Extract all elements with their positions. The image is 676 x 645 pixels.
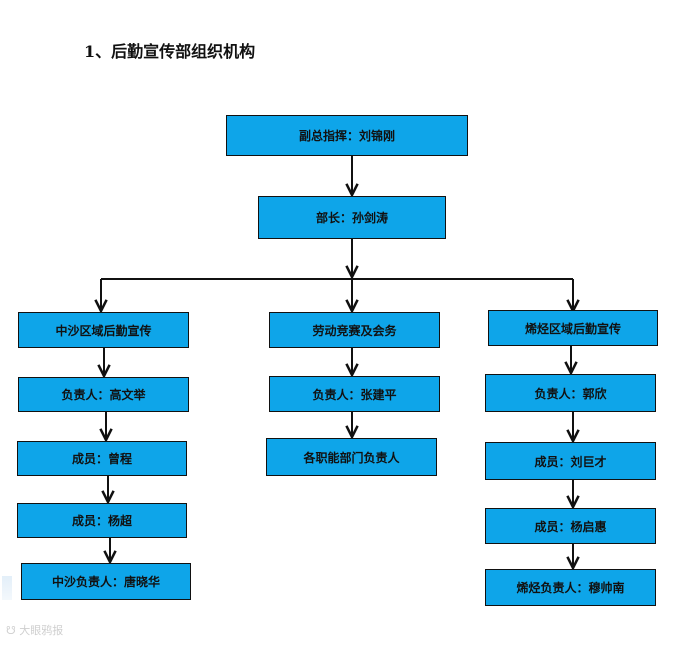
watermark-icon: ☋ bbox=[6, 624, 16, 637]
node-zhongsha-header: 中沙区域后勤宣传 bbox=[18, 312, 189, 348]
node-zhongsha-person: 中沙负责人：唐晓华 bbox=[21, 563, 191, 600]
node-labor-departments: 各职能部门负责人 bbox=[266, 438, 437, 476]
node-labor-leader: 负责人：张建平 bbox=[269, 376, 440, 412]
edge-mark bbox=[2, 576, 12, 600]
node-labor-header: 劳动竞赛及会务 bbox=[269, 312, 440, 348]
node-zhongsha-member-2: 成员：杨超 bbox=[17, 503, 187, 538]
watermark-logo: ☋ 大眼鸦报 bbox=[6, 622, 63, 638]
node-xijing-person: 烯烃负责人：穆帅南 bbox=[485, 569, 656, 606]
node-minister: 部长：孙剑涛 bbox=[258, 196, 446, 239]
node-deputy-commander: 副总指挥：刘锦刚 bbox=[226, 115, 468, 156]
node-zhongsha-leader: 负责人：高文举 bbox=[18, 377, 189, 412]
node-xijing-leader: 负责人：郭欣 bbox=[485, 374, 656, 412]
node-xijing-member-1: 成员：刘巨才 bbox=[485, 442, 656, 480]
node-zhongsha-member-1: 成员：曾程 bbox=[17, 441, 187, 476]
node-xijing-member-2: 成员：杨启惠 bbox=[485, 508, 656, 544]
page-title: 1、后勤宣传部组织机构 bbox=[84, 42, 256, 61]
watermark-text: 大眼鸦报 bbox=[19, 624, 64, 637]
node-xijing-header: 烯烃区域后勤宣传 bbox=[488, 310, 658, 346]
